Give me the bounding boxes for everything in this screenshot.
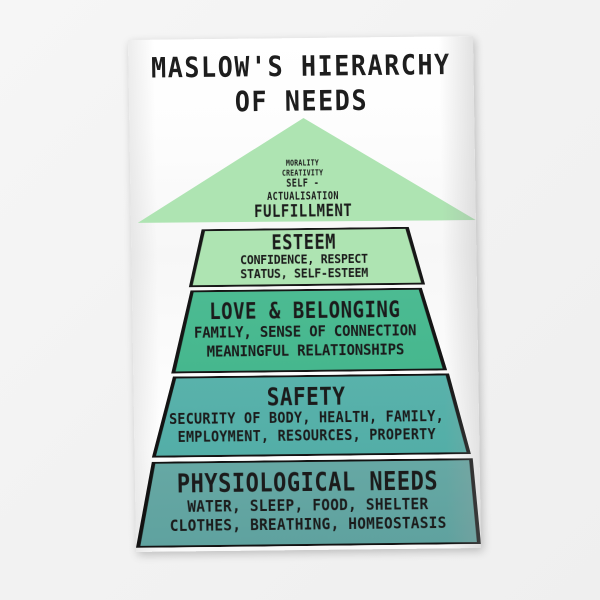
tier-4-line-2: STATUS, SELF-ESTEEM bbox=[240, 264, 369, 281]
tier-1-face: PHYSIOLOGICAL NEEDS WATER, SLEEP, FOOD, … bbox=[136, 460, 479, 547]
pyramid-tier-esteem[interactable]: ESTEEM CONFIDENCE, RESPECT STATUS, SELF-… bbox=[131, 226, 477, 288]
maslow-pyramid: MORALITY CREATIVITY SELF - ACTUALISATION… bbox=[129, 116, 481, 550]
poster-sheet: MASLOW'S HIERARCHY OF NEEDS MORALITY CRE… bbox=[128, 36, 482, 552]
tier-3-line-2: MEANINGFUL RELATIONSHIPS bbox=[206, 340, 405, 361]
tier-3-face: LOVE & BELONGING FAMILY, SENSE OF CONNEC… bbox=[134, 289, 477, 373]
tier-2-line-2: EMPLOYMENT, RESOURCES, PROPERTY bbox=[177, 425, 436, 447]
tier-4-face: ESTEEM CONFIDENCE, RESPECT STATUS, SELF-… bbox=[133, 228, 476, 287]
poster-content: MASLOW'S HIERARCHY OF NEEDS MORALITY CRE… bbox=[128, 36, 481, 552]
page-title: MASLOW'S HIERARCHY OF NEEDS bbox=[128, 48, 474, 120]
tier-1-line-2: CLOTHES, BREATHING, HOMEOSTASIS bbox=[169, 514, 447, 536]
tier-5-heading: FULFILLMENT bbox=[253, 201, 353, 222]
pyramid-tier-love-and-belonging[interactable]: LOVE & BELONGING FAMILY, SENSE OF CONNEC… bbox=[132, 287, 478, 374]
pyramid-tier-self-actualisation[interactable]: MORALITY CREATIVITY SELF - ACTUALISATION… bbox=[129, 116, 476, 224]
tier-2-face: SAFETY SECURITY OF BODY, HEALTH, FAMILY,… bbox=[135, 375, 478, 457]
title-line-1: MASLOW'S HIERARCHY bbox=[150, 48, 452, 85]
pyramid-tier-physiological-needs[interactable]: PHYSIOLOGICAL NEEDS WATER, SLEEP, FOOD, … bbox=[135, 458, 481, 548]
pyramid-tier-safety[interactable]: SAFETY SECURITY OF BODY, HEALTH, FAMILY,… bbox=[133, 373, 479, 458]
title-line-2: OF NEEDS bbox=[234, 83, 369, 118]
